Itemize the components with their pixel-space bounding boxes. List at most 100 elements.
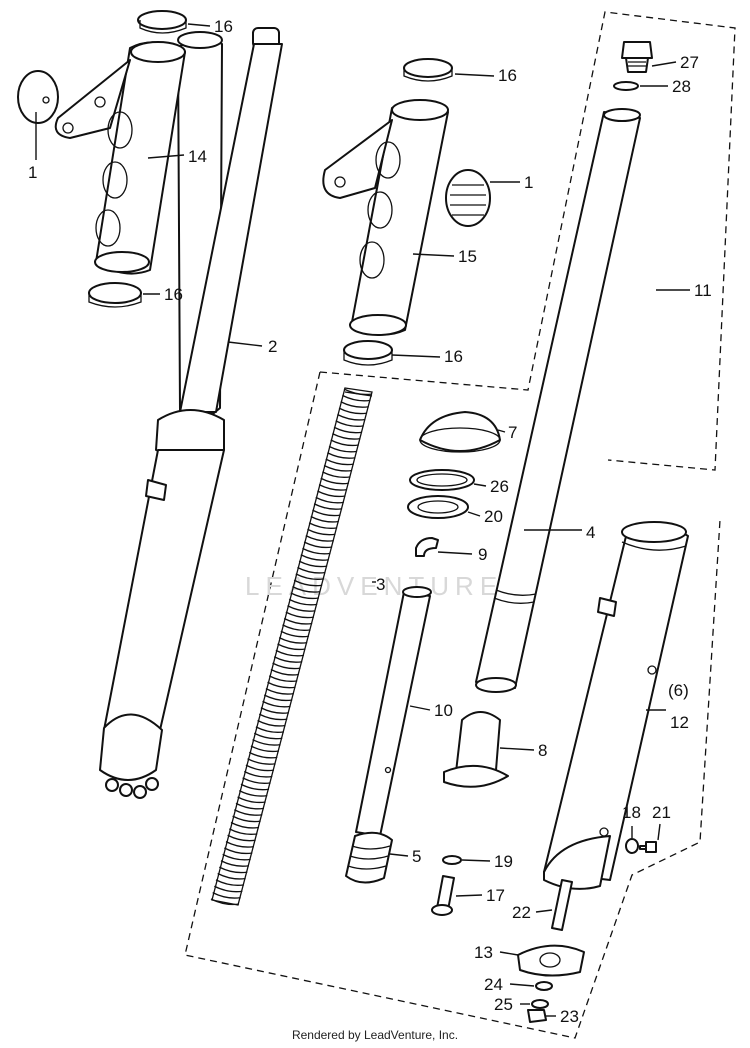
- fork-leg-left[interactable]: [99, 27, 283, 799]
- spring-coil: [288, 598, 318, 606]
- rebound-spring[interactable]: [345, 831, 393, 884]
- spring-coil: [267, 681, 296, 689]
- spring-coil: [285, 611, 314, 619]
- fork-slider-right[interactable]: [543, 521, 689, 890]
- spring-coil: [328, 445, 358, 453]
- spring-coil: [238, 790, 268, 797]
- callout-11: 11: [694, 281, 712, 300]
- spring-coil: [263, 694, 293, 702]
- spring-coil: [224, 847, 253, 855]
- spring-coil: [230, 821, 260, 829]
- snap-ring[interactable]: [409, 469, 475, 491]
- spring-coil: [320, 477, 349, 485]
- dust-seal[interactable]: [419, 411, 501, 453]
- lock-washer[interactable]: [531, 999, 549, 1009]
- oil-seal[interactable]: [407, 495, 469, 519]
- callout-labels: 1 16 14 16 2 16 1 15 16 3 7 26 20 9 4 10…: [28, 17, 712, 1026]
- callout-26: 26: [490, 477, 509, 496]
- spring-coil: [327, 452, 356, 459]
- callout-3: 3: [376, 575, 385, 594]
- callout-16-mid-left: 16: [164, 285, 183, 304]
- spring-coil: [318, 484, 348, 491]
- axle-holder-nut[interactable]: [527, 1009, 547, 1023]
- spring-coil: [273, 656, 303, 663]
- spring-coil: [262, 700, 291, 708]
- holder-washer[interactable]: [535, 981, 553, 991]
- reflector-left[interactable]: [17, 70, 59, 124]
- spring-coil: [270, 668, 299, 676]
- headlight-bracket-right[interactable]: [322, 99, 449, 336]
- spring-coil: [335, 420, 364, 427]
- callout-10: 10: [434, 701, 453, 720]
- drain-bolt[interactable]: [639, 841, 657, 853]
- callout-16-top-right: 16: [498, 66, 517, 85]
- spring-coil: [275, 649, 304, 657]
- spring-coil: [280, 630, 309, 638]
- spring-coil: [287, 605, 316, 612]
- spring-coil: [243, 770, 273, 778]
- reflector-right[interactable]: [445, 169, 491, 227]
- render-credit: Rendered by LeadVenture, Inc.: [291, 1028, 459, 1042]
- axle-holder[interactable]: [517, 944, 585, 977]
- rubber-bushing-16b[interactable]: [88, 282, 142, 308]
- callout-19: 19: [494, 852, 513, 871]
- axle-holder-stud[interactable]: [551, 879, 573, 931]
- spring-coil: [252, 739, 281, 746]
- spring-coil: [260, 707, 289, 714]
- spring-coil: [210, 898, 240, 906]
- watermark: LEADVENTURE: [245, 571, 503, 601]
- spring-coil: [212, 892, 241, 899]
- leader-lines: [35, 23, 690, 1017]
- rubber-bushing-16c[interactable]: [403, 58, 453, 82]
- fork-spring[interactable]: [210, 387, 373, 906]
- spring-coil: [302, 547, 331, 555]
- callout-20: 20: [484, 507, 503, 526]
- spring-coil: [248, 751, 278, 759]
- fork-inner-tube[interactable]: [475, 108, 641, 693]
- callout-4: 4: [586, 523, 595, 542]
- spring-coil: [242, 777, 271, 784]
- spring-coil: [217, 872, 246, 880]
- spring-coil: [219, 866, 248, 874]
- spring-coil: [307, 528, 336, 536]
- spring-coil: [312, 509, 341, 517]
- spring-coil: [332, 433, 361, 440]
- o-ring[interactable]: [613, 81, 639, 91]
- callout-15: 15: [458, 247, 477, 266]
- spring-coil: [283, 617, 313, 625]
- spring-coil: [220, 860, 250, 867]
- spring-coil: [293, 579, 323, 587]
- drain-washer[interactable]: [625, 838, 639, 854]
- callout-1-right: 1: [524, 173, 533, 192]
- damper-rod[interactable]: [355, 586, 432, 837]
- piston-ring[interactable]: [415, 537, 439, 557]
- spring-coil: [342, 394, 371, 402]
- spring-coil: [323, 464, 353, 472]
- sealing-washer-19[interactable]: [442, 855, 462, 865]
- assembly-boundary-right: [184, 371, 721, 1039]
- headlight-bracket-left[interactable]: [54, 41, 186, 275]
- callout-2: 2: [268, 337, 277, 356]
- callout-18: 18: [622, 803, 641, 822]
- spring-coil: [250, 745, 279, 753]
- spring-coil: [232, 815, 261, 823]
- socket-bolt[interactable]: [431, 875, 455, 916]
- callout-21: 21: [652, 803, 671, 822]
- fork-bolt[interactable]: [621, 41, 653, 73]
- spring-coil: [227, 834, 256, 842]
- spring-coil: [322, 471, 351, 478]
- callout-5: 5: [412, 847, 421, 866]
- rubber-bushing-16a[interactable]: [137, 10, 187, 34]
- spring-coil: [282, 624, 311, 631]
- oil-lock-piece[interactable]: [443, 711, 509, 788]
- spring-coil: [237, 796, 266, 804]
- callout-23: 23: [560, 1007, 579, 1026]
- spring-coil: [215, 879, 245, 886]
- callout-25: 25: [494, 995, 513, 1014]
- spring-coil: [298, 560, 328, 568]
- spring-coil: [305, 535, 334, 542]
- callout-22: 22: [512, 903, 531, 922]
- rubber-bushing-16d[interactable]: [343, 340, 393, 366]
- spring-coil: [290, 592, 319, 600]
- spring-coil: [325, 458, 354, 466]
